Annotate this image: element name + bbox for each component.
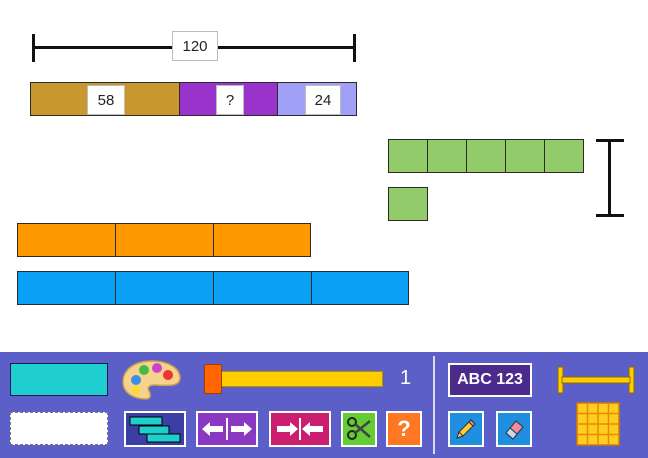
blue-cell[interactable] (17, 271, 116, 305)
dashed-bar-tool[interactable] (10, 412, 108, 445)
green-single-cell[interactable] (388, 187, 428, 221)
stacked-bars-button[interactable] (124, 411, 186, 447)
total-label[interactable]: 120 (172, 31, 218, 61)
pencil-icon (456, 419, 476, 439)
bracket-right-end (353, 34, 356, 62)
vertical-bracket[interactable] (596, 139, 624, 217)
part-label-2[interactable]: ? (216, 85, 244, 115)
help-label: ? (397, 416, 411, 441)
blue-cell[interactable] (311, 271, 409, 305)
slider-value: 1 (400, 367, 412, 389)
green-cell[interactable] (388, 139, 428, 173)
eraser-button[interactable] (496, 411, 532, 447)
blue-cell[interactable] (213, 271, 312, 305)
solid-bar-tool[interactable] (10, 363, 108, 396)
abc-123-label: ABC 123 (457, 371, 523, 388)
orange-cell[interactable] (213, 223, 311, 257)
eraser-icon (505, 420, 524, 440)
join-button[interactable] (269, 411, 331, 447)
scissors-icon (347, 417, 371, 440)
toolbar-divider (433, 356, 435, 454)
green-cell[interactable] (505, 139, 545, 173)
green-cell[interactable] (466, 139, 506, 173)
grid-icon[interactable] (576, 402, 620, 446)
cut-button[interactable] (341, 411, 377, 447)
blue-cell[interactable] (115, 271, 214, 305)
green-cell[interactable] (427, 139, 467, 173)
slider-track[interactable] (209, 371, 383, 387)
part-label-3[interactable]: 24 (305, 85, 341, 115)
stacked-bars-icon (129, 416, 181, 443)
vbracket-bottom (596, 214, 624, 217)
pencil-button[interactable] (448, 411, 484, 447)
green-cell[interactable] (544, 139, 584, 173)
part-label-1[interactable]: 58 (87, 85, 125, 115)
toolbar: 1 ? (0, 352, 648, 458)
help-button[interactable]: ? (386, 411, 422, 447)
orange-cell[interactable] (17, 223, 116, 257)
orange-cell[interactable] (115, 223, 214, 257)
join-arrows-icon (277, 418, 323, 440)
palette-icon[interactable] (120, 358, 184, 402)
split-button[interactable] (196, 411, 258, 447)
vbracket-line (608, 139, 611, 217)
abc-123-button[interactable]: ABC 123 (448, 363, 532, 397)
split-arrows-icon (202, 418, 252, 440)
ruler-icon[interactable] (556, 366, 636, 394)
slider-handle[interactable] (204, 364, 222, 394)
